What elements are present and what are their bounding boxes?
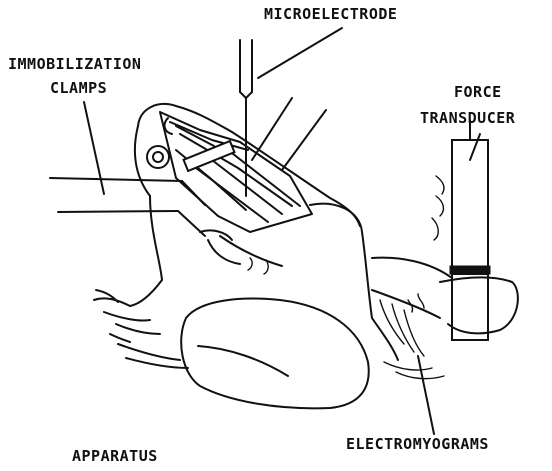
apparatus-label: APPARATUS	[72, 448, 158, 465]
frog-body	[94, 104, 478, 408]
force-label-line1: FORCE	[454, 84, 502, 101]
stimulus-plates	[252, 98, 326, 170]
clamp-rods	[50, 178, 205, 236]
electromyograms-label: ELECTROMYOGRAMS	[346, 436, 489, 453]
microelectrode-label: MICROELECTRODE	[264, 6, 397, 23]
force-label-line2: TRANSDUCER	[420, 110, 515, 127]
emg-leads	[380, 294, 444, 379]
clamps-label-line2: CLAMPS	[50, 80, 107, 97]
clamps-label-line1: IMMOBILIZATION	[8, 56, 141, 73]
force-transducer	[432, 120, 518, 340]
dissection-area	[160, 112, 312, 232]
microelectrode-needle	[240, 40, 252, 196]
